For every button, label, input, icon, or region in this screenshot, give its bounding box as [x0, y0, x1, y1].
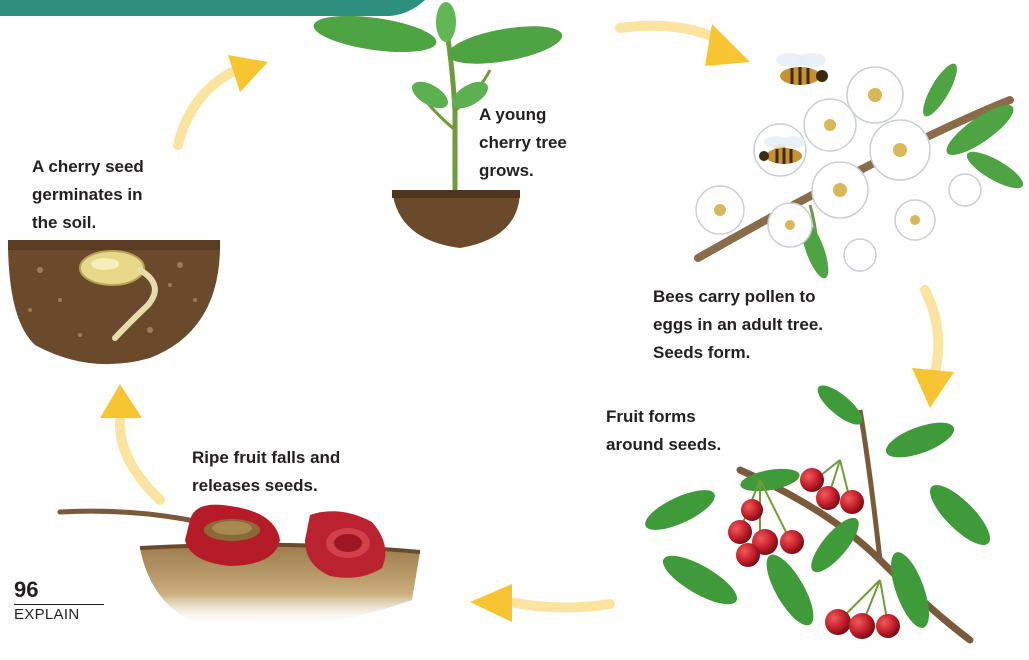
- ripe-fruit-illustration: [60, 505, 420, 627]
- page-number: 96: [14, 577, 104, 605]
- label-fruit-forms: Fruit forms around seeds.: [606, 403, 721, 459]
- seed-illustration: [8, 240, 220, 364]
- arrow-ripe-to-seed: [100, 384, 160, 500]
- arrow-fruit-to-ripe: [470, 584, 610, 622]
- section-label: EXPLAIN: [14, 606, 79, 623]
- label-bees-pollinate: Bees carry pollen to eggs in an adult tr…: [653, 283, 823, 367]
- arrow-seed-to-tree: [178, 55, 268, 145]
- header-banner: [0, 0, 425, 16]
- bee-icon: [776, 53, 828, 85]
- arrow-bees-to-fruit: [912, 290, 954, 408]
- label-ripe-fruit-falls: Ripe fruit falls and releases seeds.: [192, 444, 340, 500]
- label-young-tree-grows: A young cherry tree grows.: [479, 101, 567, 185]
- label-seed-germinates: A cherry seed germinates in the soil.: [32, 153, 144, 237]
- blossom-illustration: [696, 53, 1028, 281]
- arrow-tree-to-bees: [620, 24, 750, 66]
